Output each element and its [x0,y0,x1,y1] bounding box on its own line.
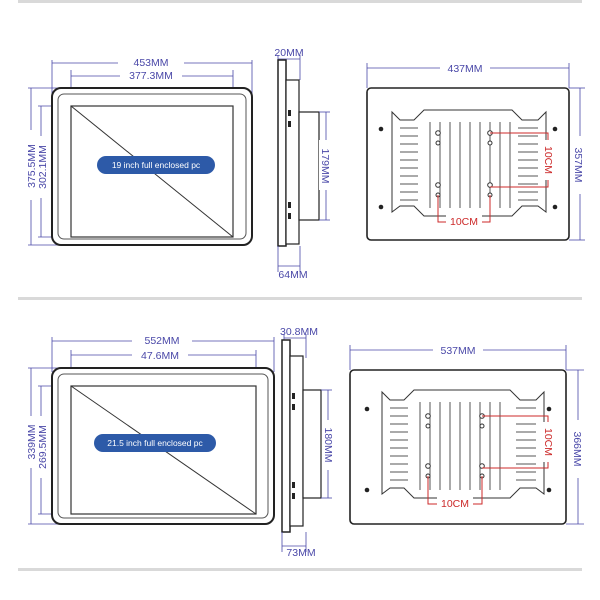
front-width-outer: 453MM [133,57,168,69]
vesa-bracket [302,389,322,499]
side-depth-bottom: 73MM [286,547,315,559]
front-height-inner: 269.5MM [37,425,49,469]
side-depth-top: 30.8MM [280,326,318,338]
product-label: 21.5 inch full enclosed pc [107,438,203,448]
middle-divider [18,297,582,300]
side-depth-bottom: 64MM [278,269,307,281]
back-view: 537MM 366MM [349,343,585,525]
front-width-inner: 47.6MM [141,350,179,362]
front-view: 453MM 377.3MM 375.5MM 302.1MM 19 inch fu… [23,55,253,246]
back-width: 437MM [447,63,482,75]
front-width-outer: 552MM [144,335,179,347]
side-height: 179MM [319,148,331,183]
side-view: 30.8MM 180MM 73MM [280,326,336,559]
front-view: 552MM 47.6MM 339MM 269.5MM 21.5 inch ful… [23,333,275,525]
back-view: 437MM 357MM [366,61,586,241]
product-label: 19 inch full enclosed pc [112,160,201,170]
vesa-bracket [298,111,320,221]
back-hole-horizontal: 10CM [450,216,478,228]
side-view: 20MM 179MM 64MM [274,47,333,281]
back-width: 537MM [440,345,475,357]
side-depth-top: 20MM [274,47,303,59]
side-height: 180MM [322,427,334,462]
back-height: 366MM [571,431,583,466]
product-label-badge [94,434,216,452]
back-height: 357MM [572,147,584,182]
front-width-inner: 377.3MM [129,70,173,82]
back-hole-vertical: 10CM [542,146,554,174]
bottom-divider [18,568,582,571]
panel-19-inch: 453MM 377.3MM 375.5MM 302.1MM 19 inch fu… [23,47,586,281]
back-hole-vertical: 10CM [542,428,554,456]
panel-21-5-inch: 552MM 47.6MM 339MM 269.5MM 21.5 inch ful… [23,326,585,559]
front-height-inner: 302.1MM [37,145,49,189]
back-hole-horizontal: 10CM [441,498,469,510]
top-divider [18,0,582,3]
product-label-badge [97,156,215,174]
